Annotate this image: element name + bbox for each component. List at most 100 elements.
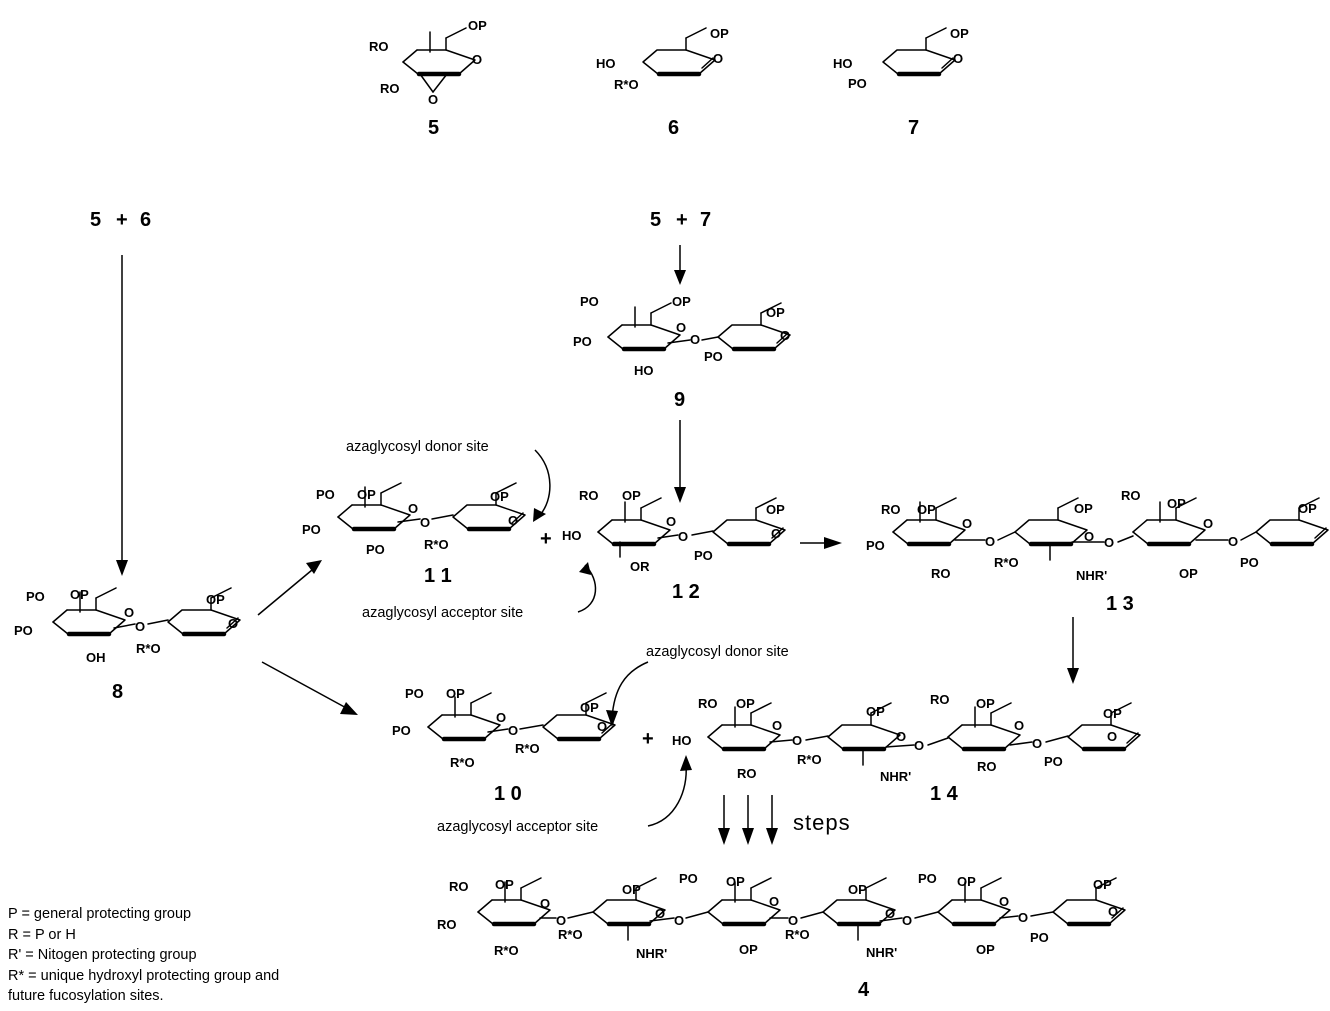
svg-text:O: O xyxy=(420,515,430,530)
svg-text:RO: RO xyxy=(881,502,901,517)
svg-text:R*O: R*O xyxy=(797,752,822,767)
svg-text:HO: HO xyxy=(672,733,692,748)
svg-text:O: O xyxy=(508,723,518,738)
arrow-12-to-13 xyxy=(800,537,842,549)
svg-text:OP: OP xyxy=(446,686,465,701)
svg-text:O: O xyxy=(674,913,684,928)
arrow-to-9 xyxy=(674,245,686,285)
atom-label: O xyxy=(428,92,438,107)
svg-text:O: O xyxy=(1014,718,1024,733)
svg-text:PO: PO xyxy=(704,349,723,364)
arrow-8-to-11 xyxy=(257,560,322,616)
svg-text:PO: PO xyxy=(679,871,698,886)
svg-text:OR: OR xyxy=(630,559,650,574)
arrow-8-to-10 xyxy=(261,661,358,715)
arrow-13-to-14 xyxy=(1067,617,1079,684)
arrow-to-12 xyxy=(674,420,686,503)
svg-text:OP: OP xyxy=(1074,501,1093,516)
compound-6-structure: HO R*O OP O xyxy=(596,26,729,92)
svg-text:OP: OP xyxy=(580,700,599,715)
svg-text:OP: OP xyxy=(957,874,976,889)
atom-label: OP xyxy=(468,18,487,33)
svg-text:O: O xyxy=(772,718,782,733)
svg-text:RO: RO xyxy=(579,488,599,503)
svg-text:PO: PO xyxy=(405,686,424,701)
acceptor-site-label-12: azaglycosyl acceptor site xyxy=(362,605,523,621)
legend-line-p: P = general protecting group xyxy=(8,906,192,922)
svg-text:OP: OP xyxy=(672,294,691,309)
compound-number-9: 9 xyxy=(674,389,685,411)
arrow-to-8 xyxy=(116,255,128,576)
svg-text:PO: PO xyxy=(26,589,45,604)
svg-text:R*O: R*O xyxy=(994,555,1019,570)
svg-text:O: O xyxy=(678,529,688,544)
svg-text:RO: RO xyxy=(449,879,469,894)
svg-text:7: 7 xyxy=(700,209,711,231)
svg-text:OP: OP xyxy=(490,489,509,504)
legend-line-rstar: R* = unique hydroxyl protecting group an… xyxy=(8,967,280,984)
svg-text:O: O xyxy=(1084,529,1094,544)
svg-text:O: O xyxy=(902,913,912,928)
atom-label: OP xyxy=(950,26,969,41)
svg-text:OP: OP xyxy=(1167,496,1186,511)
svg-text:RO: RO xyxy=(930,692,950,707)
svg-text:R*O: R*O xyxy=(785,927,810,942)
svg-text:O: O xyxy=(597,719,607,734)
svg-text:O: O xyxy=(135,619,145,634)
compound-number-10: 1 0 xyxy=(494,783,522,805)
svg-text:OP: OP xyxy=(917,502,936,517)
acceptor-site-label-14: azaglycosyl acceptor site xyxy=(437,819,598,835)
combination-5-plus-7: 5 + 7 xyxy=(650,209,711,231)
svg-text:PO: PO xyxy=(580,294,599,309)
svg-text:OP: OP xyxy=(726,874,745,889)
svg-text:OP: OP xyxy=(1298,501,1317,516)
atom-label: HO xyxy=(596,56,616,71)
svg-text:R*O: R*O xyxy=(424,537,449,552)
compound-12-structure: RO HO OP O OR O PO OP O xyxy=(562,488,785,574)
svg-text:OP: OP xyxy=(1179,566,1198,581)
svg-text:5: 5 xyxy=(650,209,661,231)
svg-text:O: O xyxy=(962,516,972,531)
svg-text:OP: OP xyxy=(1093,877,1112,892)
svg-text:PO: PO xyxy=(918,871,937,886)
svg-text:OP: OP xyxy=(622,882,641,897)
acceptor-site-curve-14 xyxy=(647,755,692,827)
compound-number-7: 7 xyxy=(908,117,919,139)
svg-text:O: O xyxy=(228,616,238,631)
compound-number-12: 1 2 xyxy=(672,581,700,603)
svg-text:O: O xyxy=(1104,535,1114,550)
donor-site-label-11: azaglycosyl donor site xyxy=(346,439,489,455)
svg-text:O: O xyxy=(788,913,798,928)
svg-text:PO: PO xyxy=(1240,555,1259,570)
svg-text:O: O xyxy=(666,514,676,529)
atom-label: HO xyxy=(833,56,853,71)
svg-text:O: O xyxy=(885,906,895,921)
compound-7-structure: HO PO OP O xyxy=(833,26,969,91)
svg-text:OP: OP xyxy=(866,704,885,719)
svg-text:PO: PO xyxy=(392,723,411,738)
legend-line-r: R = P or H xyxy=(8,926,76,943)
svg-text:O: O xyxy=(1032,736,1042,751)
svg-text:R*O: R*O xyxy=(450,755,475,770)
atom-label: R*O xyxy=(614,77,639,92)
svg-text:OP: OP xyxy=(206,592,225,607)
compound-number-14: 1 4 xyxy=(930,783,959,805)
svg-text:HO: HO xyxy=(634,363,654,378)
svg-text:OP: OP xyxy=(622,488,641,503)
acceptor-site-curve-12 xyxy=(577,562,597,613)
svg-text:O: O xyxy=(1228,534,1238,549)
svg-text:O: O xyxy=(1108,904,1118,919)
svg-text:O: O xyxy=(999,894,1009,909)
compound-10-structure: PO PO OP O R*O O R*O OP O xyxy=(392,686,615,770)
atom-label: PO xyxy=(848,76,867,91)
svg-text:O: O xyxy=(124,605,134,620)
svg-text:O: O xyxy=(985,534,995,549)
svg-text:NHR': NHR' xyxy=(880,769,911,784)
svg-text:PO: PO xyxy=(366,542,385,557)
svg-text:OP: OP xyxy=(739,942,758,957)
atom-label: RO xyxy=(380,81,400,96)
compound-number-4: 4 xyxy=(858,979,870,1001)
combination-5-plus-6: 5 + 6 xyxy=(90,209,151,231)
atom-label: O xyxy=(953,51,963,66)
